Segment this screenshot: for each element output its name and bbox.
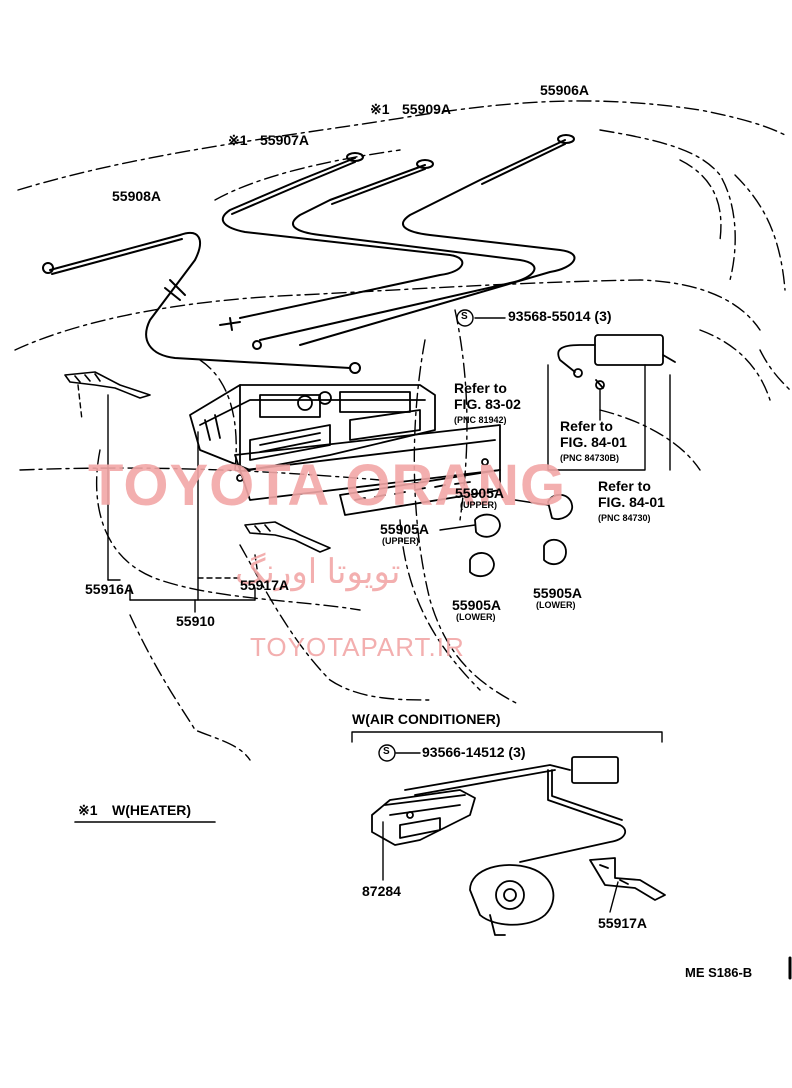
part-label-55916A: 55916A: [85, 581, 135, 597]
heater-control-unit: [189, 384, 501, 516]
screw-s-symbol: S: [383, 746, 390, 757]
part-label-screw-93568: 93568-55014 (3): [508, 308, 612, 324]
section-title-heater: W(HEATER): [112, 802, 192, 818]
part-label-55905A-lower-right: 55905A: [533, 585, 583, 601]
watermark-site: TOYOTAPART.IR: [250, 632, 465, 662]
part-label-87284: 87284: [362, 883, 401, 899]
reference-pnc: (PNC 81942): [454, 415, 507, 425]
part-label-55908A: 55908A: [112, 188, 162, 204]
reference-line: Refer to: [598, 478, 651, 494]
part-sublabel-lower: (LOWER): [456, 612, 496, 622]
marker-symbol: ※1: [370, 101, 390, 117]
ac-control-assembly: [371, 756, 666, 936]
screw-s-symbol: S: [461, 311, 468, 322]
diagram-code: ME S186-B: [685, 965, 753, 980]
reference-line: FIG. 84-01: [598, 494, 665, 510]
part-label-55909A: 55909A: [402, 101, 452, 117]
part-label-55905A-upper-right: 55905A: [455, 485, 505, 501]
section-title-air-conditioner: W(AIR CONDITIONER): [352, 711, 501, 727]
bracket-clips: [64, 371, 331, 553]
part-sublabel-upper: (UPPER): [382, 536, 420, 546]
part-sublabel-upper: (UPPER): [460, 500, 498, 510]
reference-line: Refer to: [560, 418, 613, 434]
screw-symbols: [378, 309, 474, 762]
reference-pnc: (PNC 84730): [598, 513, 651, 523]
part-label-55907A: 55907A: [260, 132, 310, 148]
part-label-55906A: 55906A: [540, 82, 590, 98]
part-label-55905A-lower-left: 55905A: [452, 597, 502, 613]
reference-line: FIG. 83-02: [454, 396, 521, 412]
reference-fig-84-01: Refer to FIG. 84-01 (PNC 84730): [598, 478, 665, 526]
part-label-55905A-upper-left: 55905A: [380, 521, 430, 537]
marker-symbol: ※1: [78, 802, 98, 818]
reference-fig-84-01-b: Refer to FIG. 84-01 (PNC 84730B): [560, 418, 627, 466]
reference-line: FIG. 84-01: [560, 434, 627, 450]
ac-switch-assembly: [557, 334, 676, 390]
part-sublabel-lower: (LOWER): [536, 600, 576, 610]
leader-lines: [77, 317, 671, 913]
reference-pnc: (PNC 84730B): [560, 453, 620, 463]
part-label-screw-93566: 93566-14512 (3): [422, 744, 526, 760]
part-label-55917A: 55917A: [240, 577, 290, 593]
watermark-main: TOYOTA ORANG: [88, 453, 567, 518]
reference-fig-83-02: Refer to FIG. 83-02 (PNC 81942): [454, 380, 521, 428]
part-label-55917A-bottom: 55917A: [598, 915, 648, 931]
part-label-55910: 55910: [176, 613, 215, 629]
reference-line: Refer to: [454, 380, 507, 396]
indicator-bulbs: [469, 493, 573, 578]
marker-symbol: ※1: [228, 132, 248, 148]
dashboard-outline: [14, 100, 791, 761]
watermark-persian: تویوتا اورنگ: [235, 553, 401, 591]
control-cables: [42, 134, 576, 374]
